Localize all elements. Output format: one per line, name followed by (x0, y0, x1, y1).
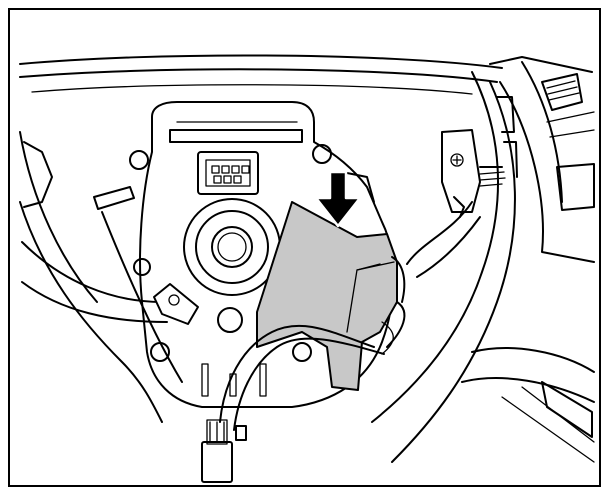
lower-slots (201, 363, 267, 397)
wiring-clip (153, 283, 199, 325)
highlighted-component (256, 201, 398, 391)
steering-wheel-rim (19, 54, 516, 463)
top-connector (197, 151, 259, 195)
arrow-down-icon (314, 170, 362, 228)
right-bracket (441, 129, 481, 218)
column-wiring (479, 96, 518, 187)
steering-shaft-hub (183, 198, 281, 296)
dashboard-panel (461, 56, 595, 463)
illustration-frame (8, 8, 601, 487)
steering-wheel-diagram (19, 54, 595, 483)
left-spoke (21, 141, 183, 383)
lower-connector (201, 419, 247, 483)
wire-harness (219, 201, 481, 431)
hub-housing (129, 101, 395, 408)
